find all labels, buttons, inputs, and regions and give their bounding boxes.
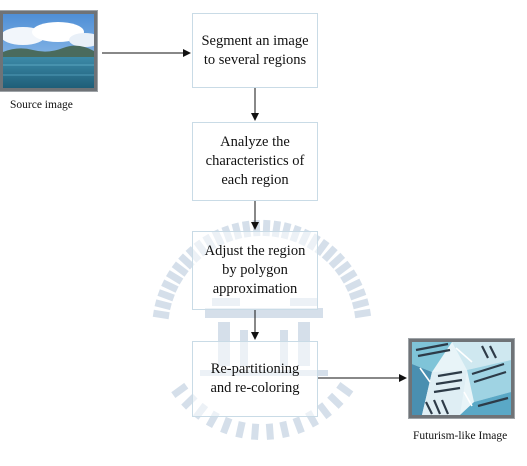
step-analyze-line-2: characteristics of <box>206 152 305 171</box>
step-adjust-line-1: Adjust the region <box>205 242 306 261</box>
step-segment-box: Segment an image to several regions <box>192 13 318 88</box>
step-adjust-line-2: by polygon <box>205 261 306 280</box>
step-adjust-box: Adjust the region by polygon approximati… <box>192 231 318 310</box>
futurism-pattern-picture <box>412 342 511 415</box>
step-adjust-line-3: approximation <box>205 280 306 299</box>
step-repartition-line-2: and re-coloring <box>211 379 300 398</box>
futurism-image-caption: Futurism-like Image <box>413 430 507 442</box>
source-landscape-picture <box>3 14 94 88</box>
step-repartition-box: Re-partitioning and re-coloring <box>192 341 318 417</box>
source-image-thumbnail <box>0 11 97 91</box>
step-segment-line-1: Segment an image <box>201 32 308 51</box>
step-analyze-box: Analyze the characteristics of each regi… <box>192 122 318 201</box>
source-image-caption: Source image <box>10 99 73 111</box>
step-analyze-line-1: Analyze the <box>206 133 305 152</box>
step-repartition-line-1: Re-partitioning <box>211 360 300 379</box>
step-segment-line-2: to several regions <box>201 51 308 70</box>
step-analyze-line-3: each region <box>206 171 305 190</box>
futurism-image-thumbnail <box>409 339 514 418</box>
